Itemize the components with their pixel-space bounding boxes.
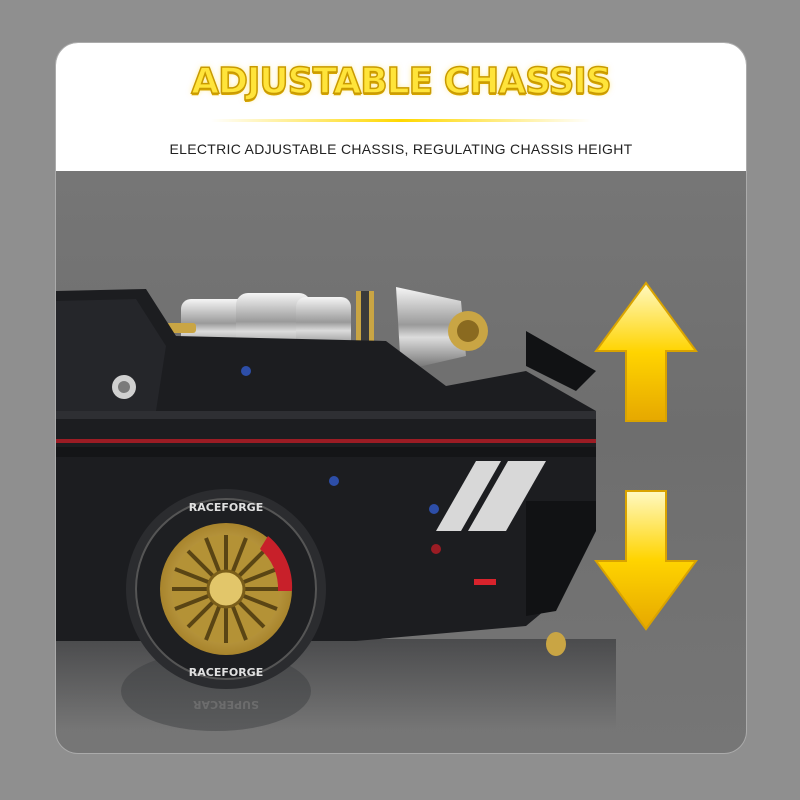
- product-scene: RACEFORGE RACEFORGE SUPERCAR: [56, 171, 746, 753]
- feature-card: ADJUSTABLE CHASSIS ELECTRIC ADJUSTABLE C…: [56, 43, 746, 753]
- tire-brand-bottom: RACEFORGE: [189, 666, 263, 679]
- banner: ADJUSTABLE CHASSIS ELECTRIC ADJUSTABLE C…: [56, 43, 746, 171]
- wheel: [126, 489, 326, 689]
- tire-brand-top: RACEFORGE: [189, 501, 263, 514]
- tire-model-reflection: SUPERCAR: [192, 698, 258, 711]
- banner-title: ADJUSTABLE CHASSIS: [191, 60, 613, 103]
- car-model-image: RACEFORGE RACEFORGE SUPERCAR: [56, 281, 698, 731]
- title-underline: [211, 119, 591, 122]
- up-down-arrow-icon: [594, 281, 698, 631]
- banner-subtitle: ELECTRIC ADJUSTABLE CHASSIS, REGULATING …: [169, 141, 633, 157]
